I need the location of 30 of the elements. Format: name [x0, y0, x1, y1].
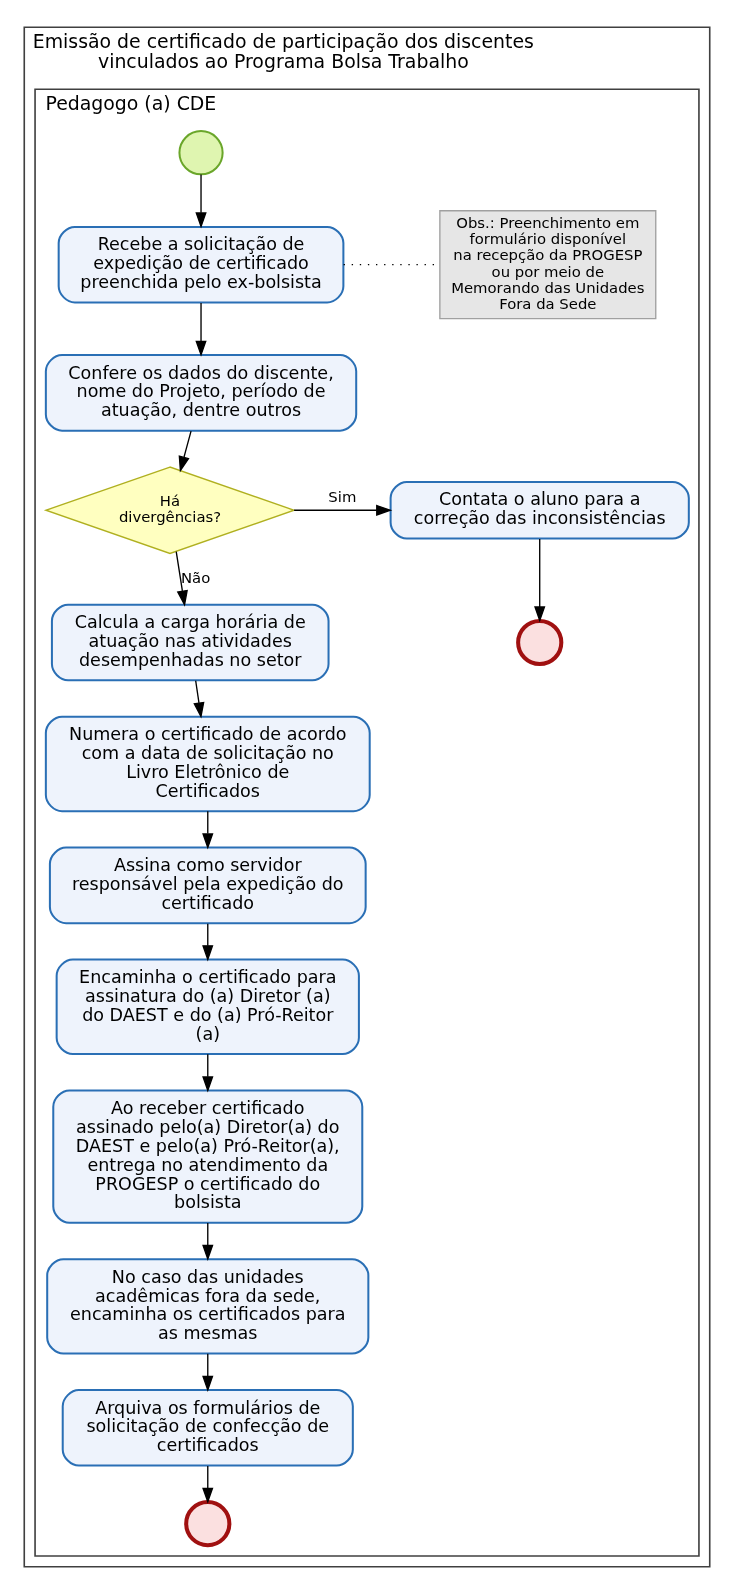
- edge-label: Sim: [328, 487, 357, 505]
- arrow: [178, 429, 192, 472]
- arrow: [202, 1352, 214, 1392]
- arrow: [534, 537, 546, 623]
- node-diamond: Há divergências?: [43, 465, 297, 554]
- node-box: Encaminha o certificado para assinatura do (a) Diretor (a) do DAEST e do (a) Pró-Reitor (a): [55, 958, 360, 1055]
- node-box: Obs.: Preenchimento em formulário disponível na recepção da PROGESP ou por meio de Memorando das Unidades Fora da Sede: [439, 209, 657, 319]
- node-box: Confere os dados do discente, nome do Projeto, período de atuação, dentre outros: [44, 353, 358, 432]
- node-box: No caso das unidades acadêmicas fora da sede, encaminha os certificados para as mesmas: [46, 1257, 370, 1355]
- node-circle: [178, 129, 224, 175]
- node-box: Assina como servidor responsável pela expedição do certificado: [48, 846, 367, 924]
- node-box: Numera o certificado de acordo com a data de solicitação no Livro Eletrônico de Certificados: [44, 715, 371, 812]
- arrow: [202, 1053, 214, 1092]
- arrow: [175, 550, 188, 607]
- arrow: [202, 1221, 214, 1261]
- node-circle: [516, 618, 564, 666]
- arrow: [202, 1464, 214, 1504]
- node-box: Ao receber certificado assinado pelo(a) Diretor(a) do DAEST e pelo(a) Pró-Reitor(a), entrega no atendimento da PROGESP o certificado do bolsista: [52, 1088, 364, 1224]
- node-box: Recebe a solicitação de expedição de certificado preenchida pelo ex-bolsista: [57, 225, 345, 303]
- node-box: Calcula a carga horária de atuação nas atividades desempenhadas no setor: [50, 603, 330, 681]
- edge-label: Não: [181, 568, 211, 586]
- node-box: Contata o aluno para a correção das inconsistências: [389, 480, 690, 540]
- node-circle: [184, 1499, 232, 1547]
- arrow: [293, 504, 393, 516]
- node-box: Arquiva os formulários de solicitação de confecção de certificados: [61, 1388, 354, 1467]
- arrow: [202, 810, 214, 849]
- arrow: [195, 301, 207, 357]
- arrow: [202, 922, 214, 961]
- arrow: [195, 173, 207, 229]
- arrow: [193, 679, 205, 718]
